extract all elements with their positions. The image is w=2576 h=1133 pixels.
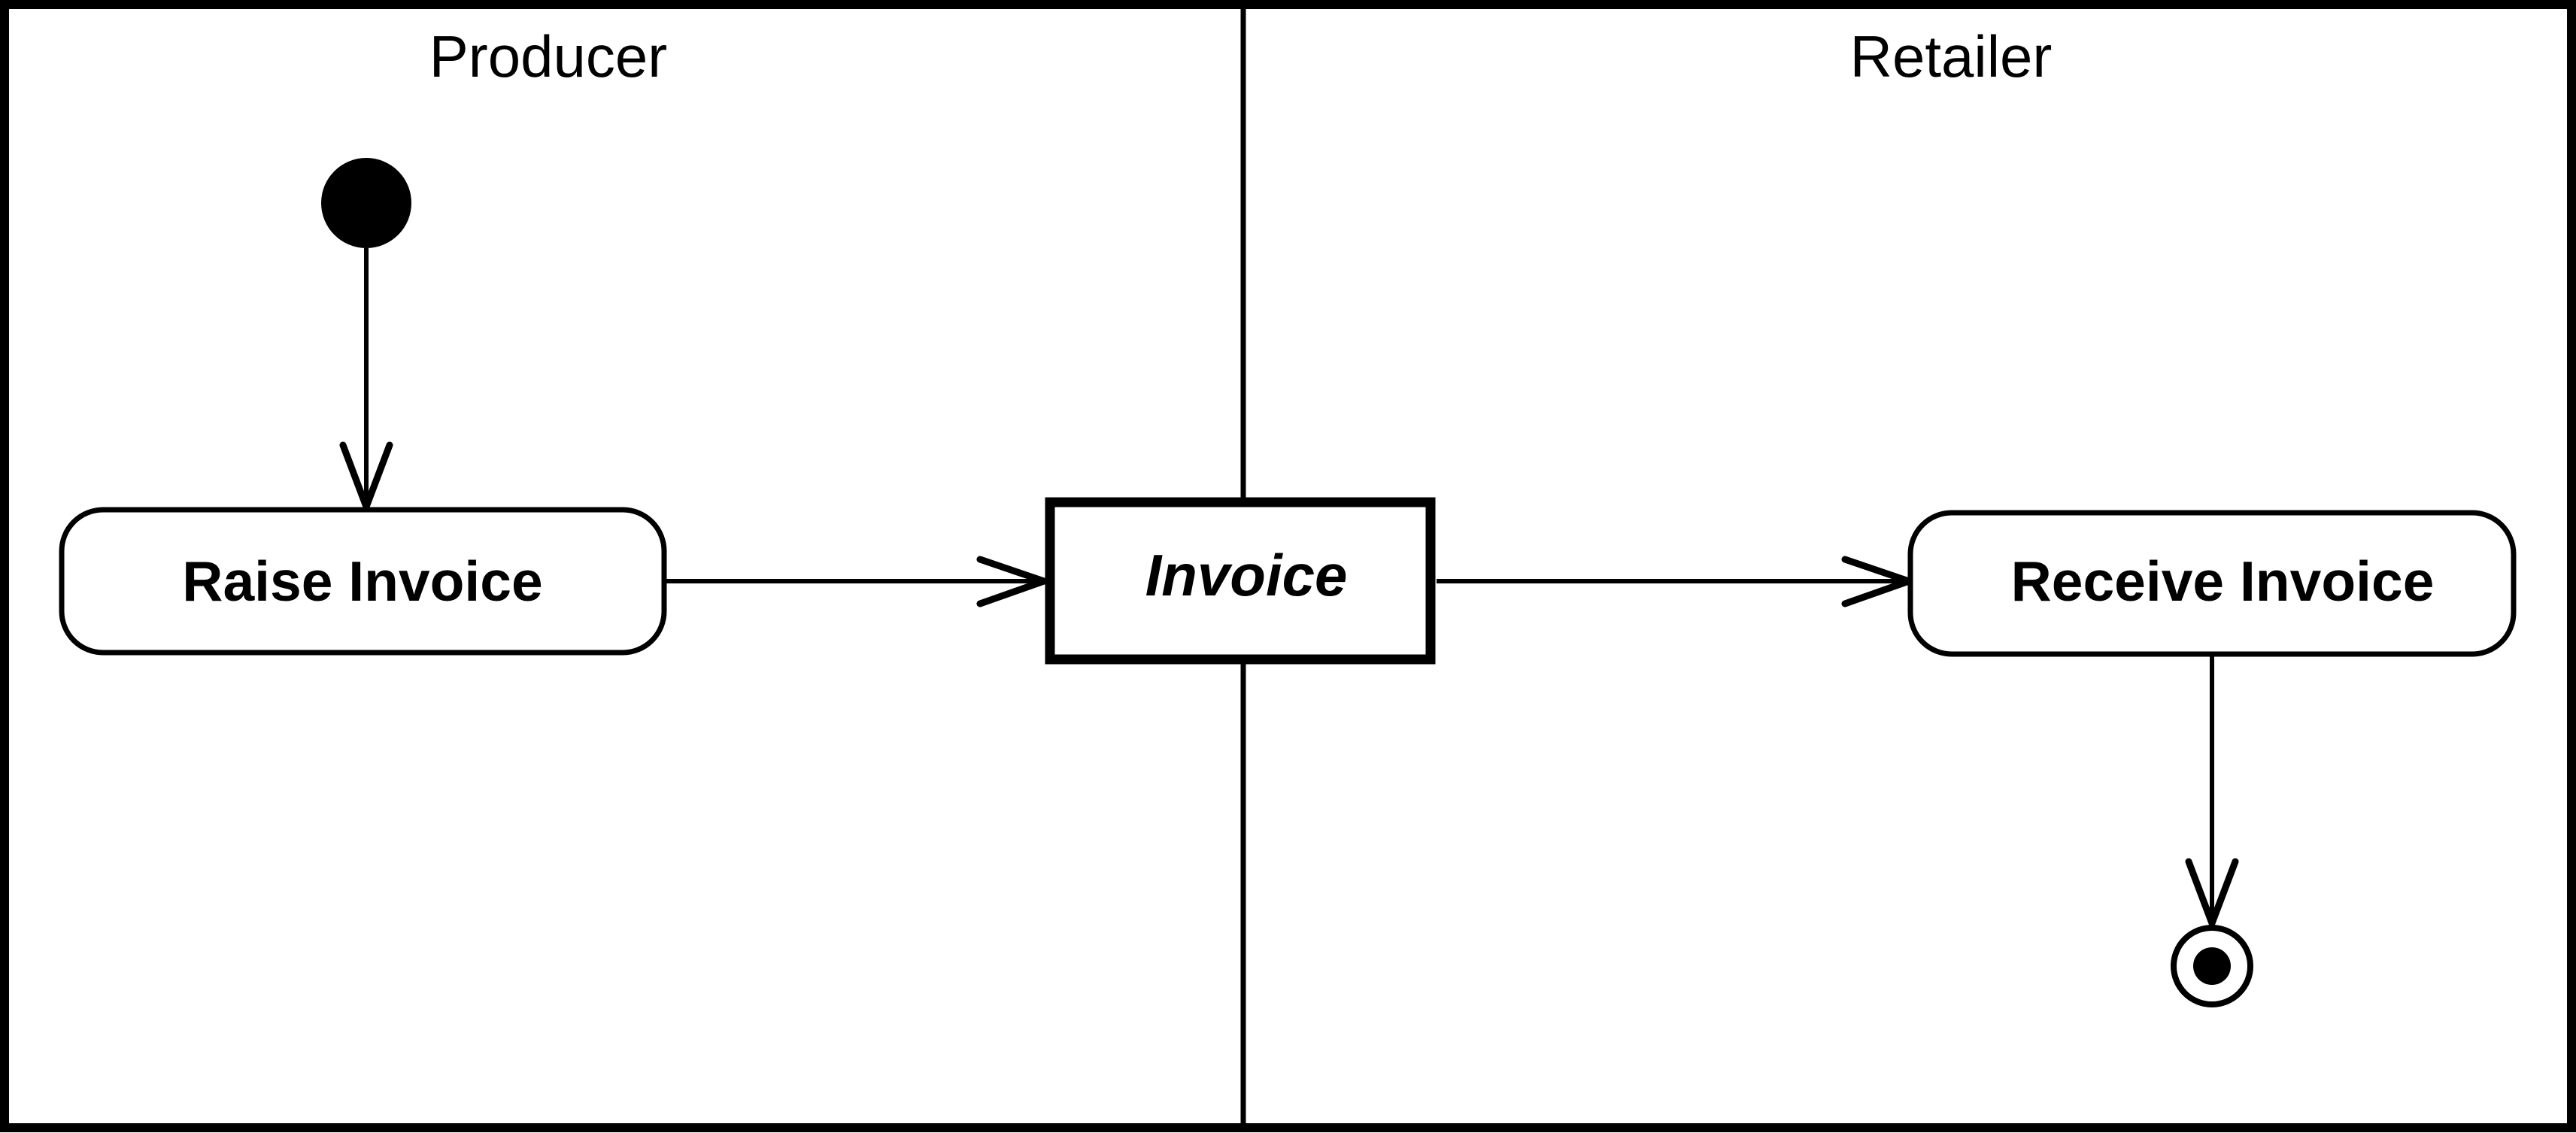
- action-node-label: Raise Invoice: [182, 550, 542, 613]
- arrowhead-icon: [976, 556, 1054, 607]
- final-node-dot: [2193, 947, 2231, 985]
- edge-receive-invoice-to-final: [2185, 654, 2239, 933]
- action-node-label: Receive Invoice: [2011, 550, 2435, 613]
- arrowhead-icon: [2185, 858, 2239, 933]
- object-node-invoice: Invoice: [1045, 497, 1436, 665]
- action-node-raise-invoice: Raise Invoice: [59, 507, 667, 656]
- arrowhead-icon: [339, 441, 393, 517]
- edge-raise-invoice-to-invoice: [664, 556, 1054, 607]
- lane-label-producer: Producer: [429, 23, 668, 89]
- edge-initial-to-raise-invoice: [339, 248, 393, 517]
- action-node-receive-invoice: Receive Invoice: [1907, 510, 2517, 657]
- object-node-shape: [1045, 497, 1436, 665]
- activity-final-node: [2171, 925, 2253, 1007]
- lane-label-retailer: Retailer: [1850, 23, 2053, 89]
- initial-node: [321, 158, 411, 248]
- object-node-label: Invoice: [1145, 542, 1348, 608]
